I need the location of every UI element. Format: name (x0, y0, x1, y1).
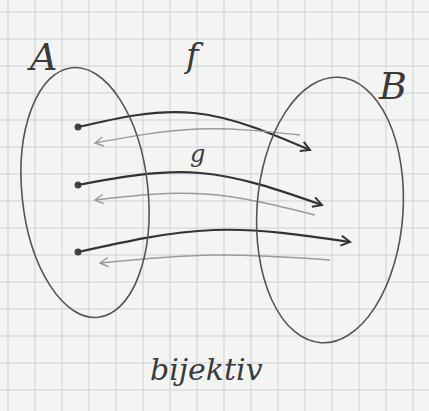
set-name: A (30, 38, 57, 76)
element-dot (75, 182, 82, 189)
grid-line (251, 0, 252, 411)
ellipse-outline (20, 65, 150, 320)
grid-line (0, 309, 429, 310)
grid-line (278, 0, 279, 411)
grid-line (0, 93, 429, 94)
grid-line (116, 0, 117, 411)
grid-line (0, 147, 429, 148)
grid-line (305, 0, 306, 411)
grid-line (0, 66, 429, 67)
grid-line (0, 39, 429, 40)
element-dot (75, 249, 82, 256)
grid-line (89, 0, 90, 411)
grid-line (0, 255, 429, 256)
grid-line (62, 0, 63, 411)
function-name: f (186, 38, 199, 72)
set-ellipse: A (20, 65, 150, 320)
grid-line (0, 201, 429, 202)
set-name: B (379, 67, 407, 105)
mapping-arrow (78, 230, 350, 252)
set-ellipse: B (255, 75, 405, 345)
note-text: bijektiv (150, 355, 263, 385)
inverse-arrow (95, 193, 315, 215)
grid-line (0, 174, 429, 175)
grid-line (0, 12, 429, 13)
grid-line (413, 0, 414, 411)
grid-line (359, 0, 360, 411)
function-name: g (190, 142, 205, 166)
ellipse-shape (248, 72, 412, 348)
grid-line (0, 282, 429, 283)
grid-line (0, 228, 429, 229)
grid-line (386, 0, 387, 411)
grid-line (0, 336, 429, 337)
ellipse-shape (9, 61, 161, 324)
element-dot (75, 124, 82, 131)
grid-line (170, 0, 171, 411)
element-dots (75, 124, 82, 256)
grid-line (332, 0, 333, 411)
ellipse-outline (255, 75, 405, 345)
grid-line (0, 120, 429, 121)
grid-line (143, 0, 144, 411)
inverse-arrow (95, 129, 300, 143)
mapping-arrow (78, 172, 322, 205)
grid-line (8, 0, 9, 411)
inverse-arrow (100, 255, 330, 263)
grid-line (0, 390, 429, 391)
grid-line (224, 0, 225, 411)
